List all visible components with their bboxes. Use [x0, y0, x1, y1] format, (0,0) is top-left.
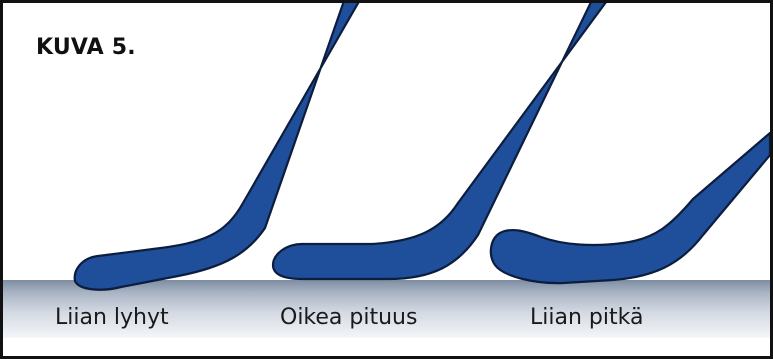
stick-label-too-short: Liian lyhyt — [55, 305, 169, 330]
stick-label-correct: Oikea pituus — [280, 305, 417, 330]
hockey-stick-too-long — [491, 133, 770, 283]
hockey-stick-correct — [273, 3, 609, 279]
stick-label-too-long: Liian pitkä — [530, 305, 643, 330]
sticks-illustration — [3, 3, 770, 356]
